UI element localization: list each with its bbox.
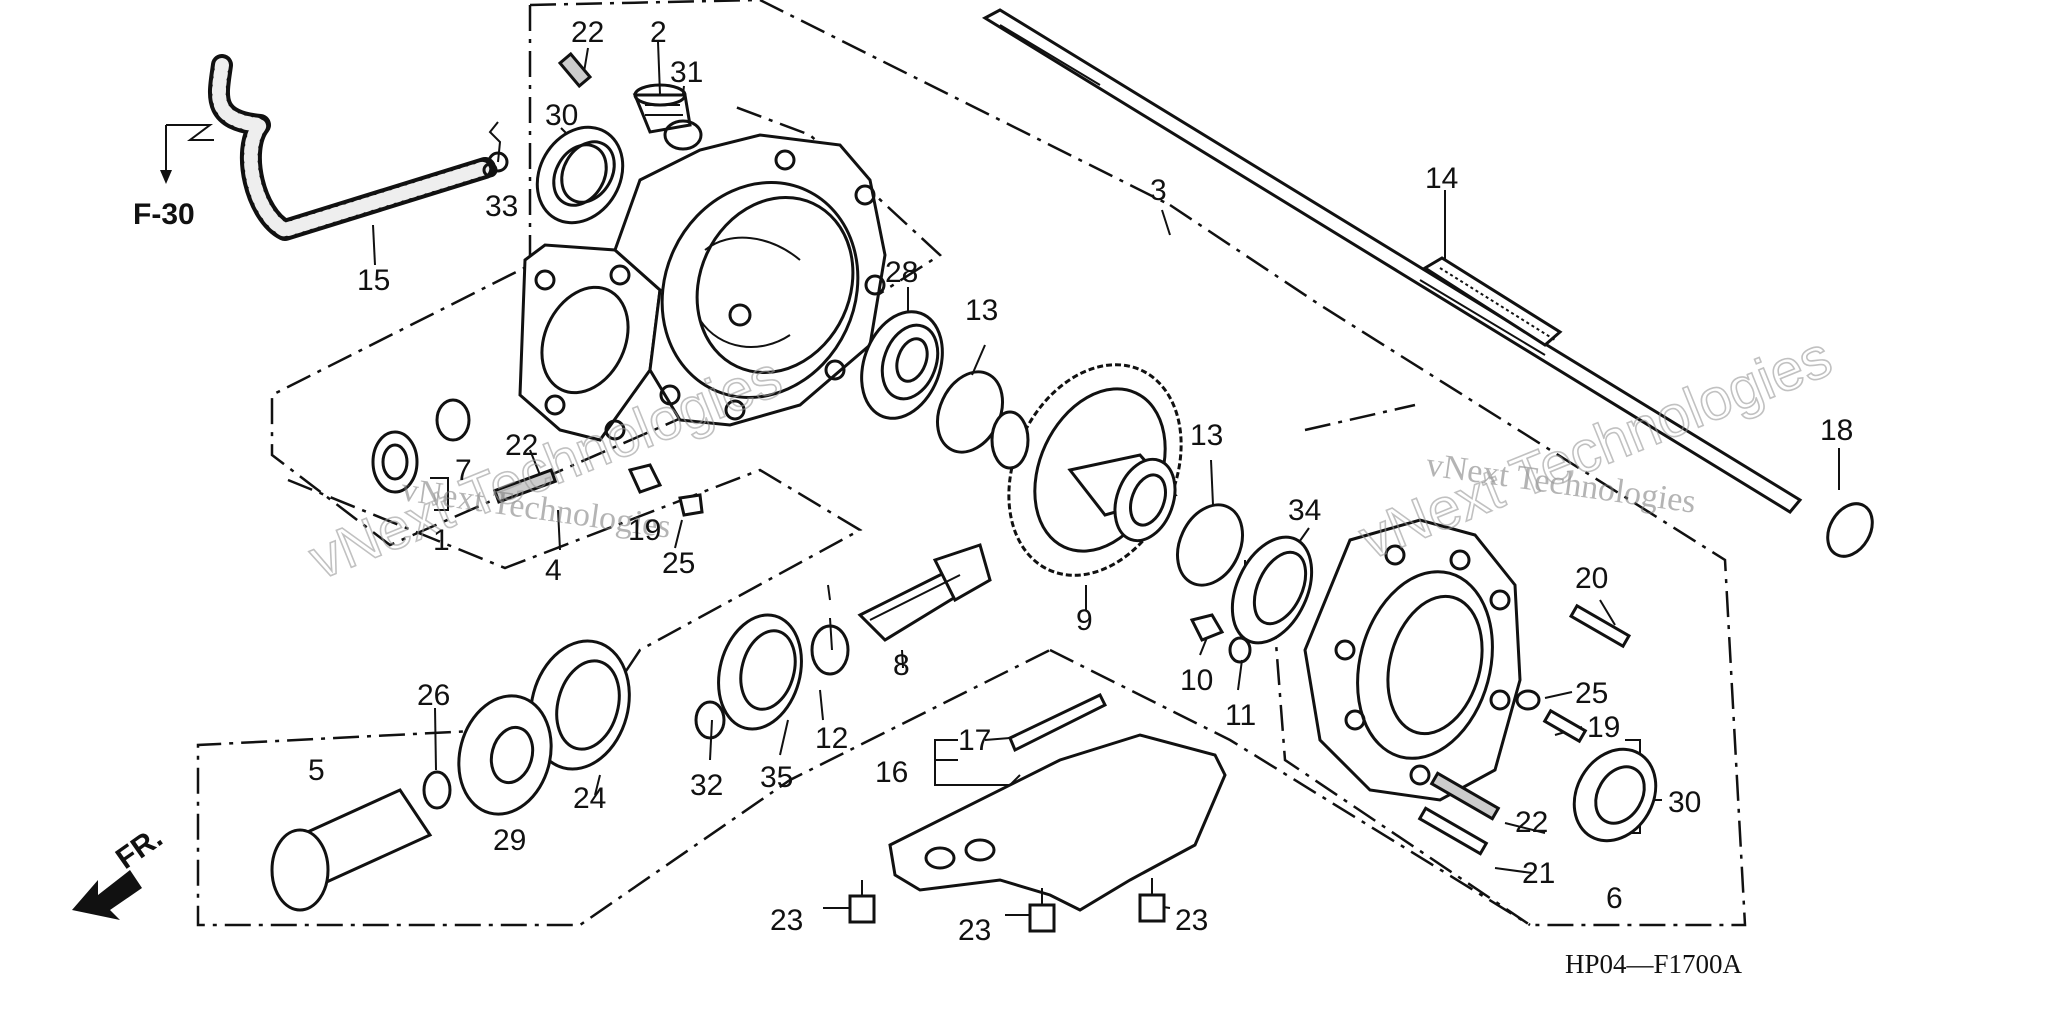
axle-shaft (981, 8, 1803, 514)
callout-4: 4 (545, 554, 562, 587)
front-arrow: FR. (72, 821, 169, 920)
callout-19-left: 19 (628, 514, 661, 547)
callout-34: 34 (1288, 494, 1321, 527)
o-ring (663, 119, 703, 151)
snap-ring (435, 398, 471, 442)
o-ring-26 (422, 770, 452, 810)
bearing-34 (1230, 535, 1314, 645)
washer-25 (1515, 689, 1541, 711)
gear-case-housing (518, 133, 887, 442)
callout-30: 30 (545, 99, 578, 132)
pinion-shim (810, 624, 850, 676)
stopper-rubber (1008, 693, 1108, 753)
bolt-19 (1542, 708, 1588, 744)
callout-8: 8 (893, 649, 910, 682)
flange-bolt-right (1138, 878, 1166, 923)
callout-13-right: 13 (1190, 419, 1223, 452)
flange-bolt-mid (1028, 888, 1056, 933)
callout-23-right: 23 (1175, 904, 1208, 937)
collar (270, 788, 433, 912)
drain-bolt (627, 463, 663, 494)
assembly-frames (196, 0, 1747, 927)
oil-seal-right (1572, 747, 1658, 843)
callout-28: 28 (885, 256, 918, 289)
callout-5: 5 (308, 754, 325, 787)
callout-25-left: 25 (662, 547, 695, 580)
bearing-holder (457, 694, 553, 816)
callout-31: 31 (670, 56, 703, 89)
ring-gear (990, 363, 1183, 577)
pinion-shaft (857, 543, 992, 642)
callout-11: 11 (1225, 699, 1256, 732)
shim-right (1176, 503, 1244, 587)
callout-22: 22 (571, 16, 604, 49)
callout-16: 16 (875, 756, 908, 789)
callout-17: 17 (958, 724, 991, 757)
callout-20: 20 (1575, 562, 1608, 595)
breather-cap (632, 83, 692, 134)
skid-plate (888, 733, 1227, 912)
sealing-washer (678, 493, 704, 517)
callout-26: 26 (417, 679, 450, 712)
callout-12: 12 (815, 722, 848, 755)
callout-33: 33 (485, 190, 518, 223)
callout-3: 3 (1150, 174, 1167, 207)
watermark-big-right: vNext Technologies (1351, 324, 1841, 572)
callout-35: 35 (760, 761, 793, 794)
callout-24: 24 (573, 782, 606, 815)
callout-6: 6 (1606, 882, 1623, 915)
stud-bolt (557, 51, 593, 89)
callout-15: 15 (357, 264, 390, 297)
callout-1: 1 (433, 524, 450, 557)
callout-30-right: 30 (1668, 786, 1701, 819)
callout-18: 18 (1820, 414, 1853, 447)
axle-nut (1826, 502, 1874, 558)
dowel-pin (492, 468, 558, 504)
diagram-code: HP04—F1700A (1565, 949, 1743, 979)
callout-25-right: 25 (1575, 677, 1608, 710)
breather-hose (160, 54, 496, 241)
callout-14: 14 (1425, 162, 1458, 195)
callout-29: 29 (493, 824, 526, 857)
stud-22 (1429, 771, 1501, 821)
callout-23-left: 23 (770, 904, 803, 937)
small-washer (1228, 636, 1252, 664)
callout-9: 9 (1076, 604, 1093, 637)
bearing-28 (860, 310, 944, 420)
callout-22-right: 22 (1515, 806, 1548, 839)
bolt-20 (1568, 603, 1632, 649)
callout-13-left: 13 (965, 294, 998, 327)
callout-21: 21 (1522, 857, 1555, 890)
circlip-32 (694, 700, 726, 740)
bearing-35 (717, 613, 803, 731)
flange-bolt-left (848, 880, 876, 924)
callout-23-mid: 23 (958, 914, 991, 947)
bolt-21 (1417, 806, 1489, 856)
right-case-cover (1303, 518, 1522, 802)
callout-10: 10 (1180, 664, 1213, 697)
hose-clip (482, 151, 509, 178)
oil-seal-top (535, 125, 625, 225)
front-label: FR. (110, 821, 169, 876)
callout-32: 32 (690, 769, 723, 802)
callout-19-right: 19 (1587, 711, 1620, 744)
callout-2: 2 (650, 16, 667, 49)
callout-22-mid: 22 (505, 429, 538, 462)
callouts: 22 2 31 30 33 F-30 15 3 14 18 28 13 13 3… (133, 16, 1853, 979)
callout-7: 7 (455, 454, 472, 487)
pinion-joint (529, 639, 631, 771)
needle-bearing (371, 430, 419, 494)
small-nut (1189, 613, 1225, 642)
ref-f30: F-30 (133, 198, 195, 231)
